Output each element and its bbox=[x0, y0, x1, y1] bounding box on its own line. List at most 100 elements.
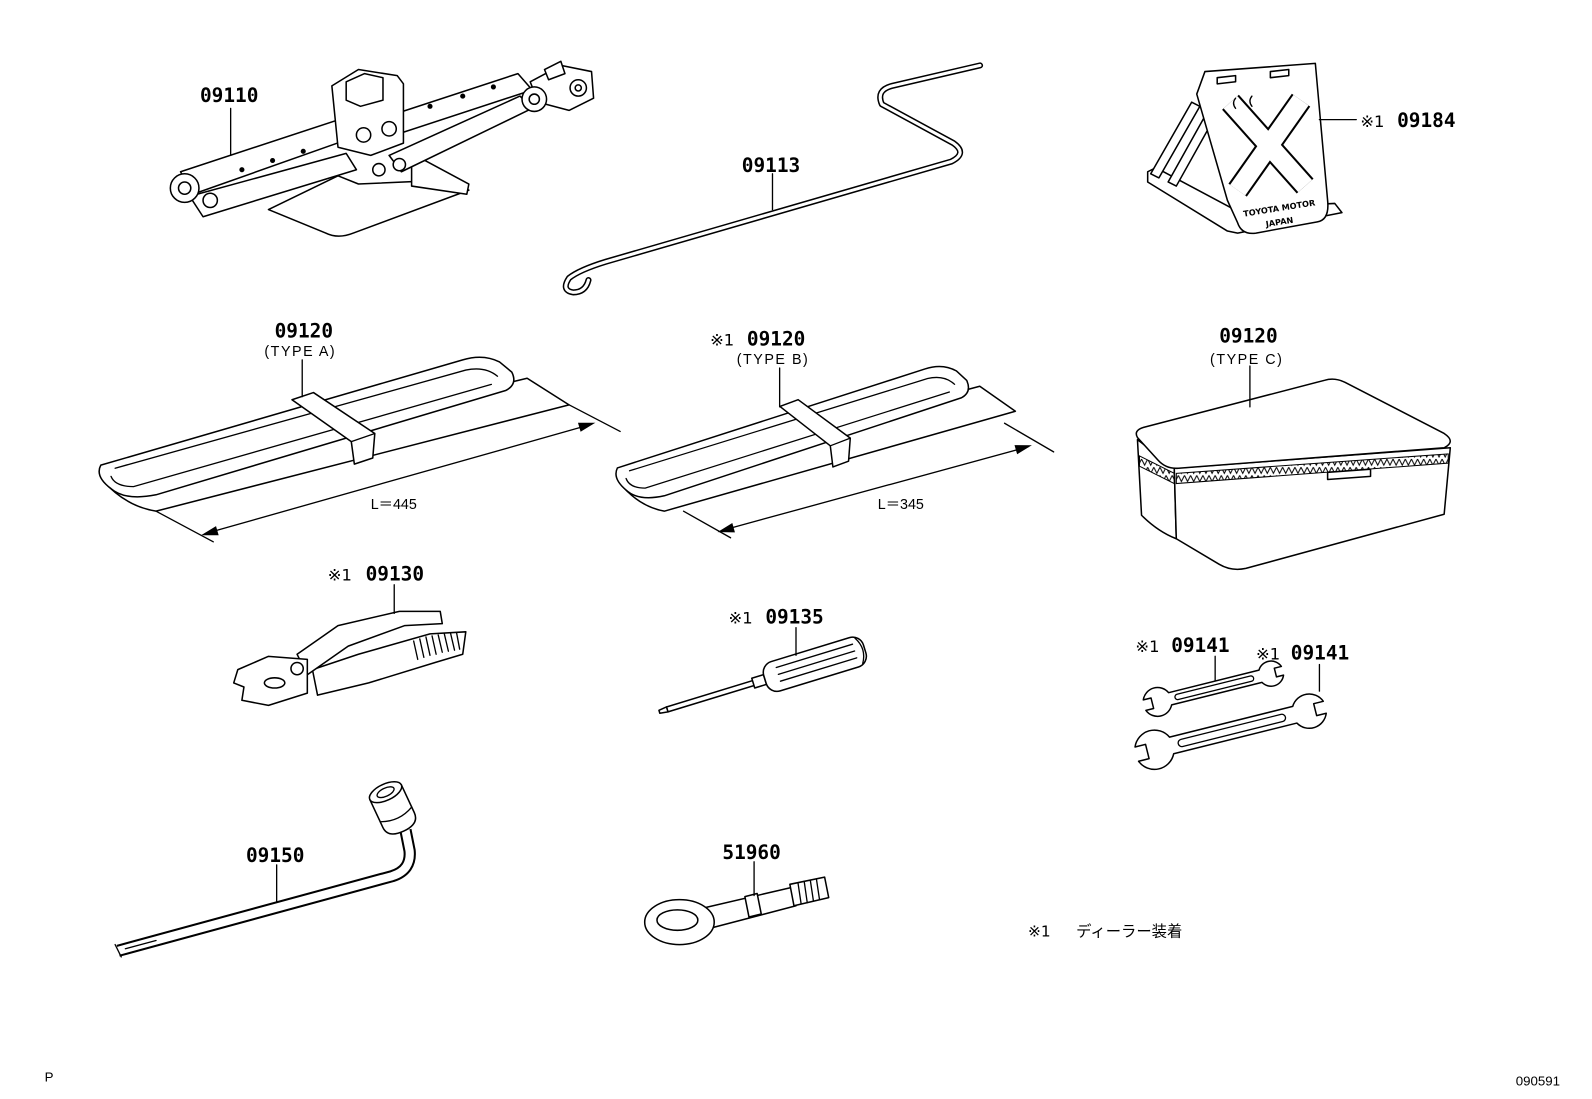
pliers-upper-handle bbox=[296, 610, 444, 676]
towing-eye-thread bbox=[789, 876, 830, 907]
footnote-text: ディーラー装着 bbox=[1076, 922, 1182, 940]
dimension-line-type-b bbox=[720, 446, 1029, 532]
triangle-plate-country-text: JAPAN bbox=[1264, 215, 1294, 229]
towing-eye bbox=[643, 876, 830, 946]
thread-line bbox=[797, 882, 802, 905]
jack-left-lower-pivot bbox=[202, 192, 219, 209]
jack-base-fin bbox=[410, 152, 470, 196]
pliers-pivot-bolt bbox=[290, 661, 305, 676]
jack-saddle-slot bbox=[345, 72, 384, 108]
bag-roll-edge bbox=[114, 368, 499, 469]
bag-roll-edge bbox=[110, 383, 493, 488]
triangle-plate-mark bbox=[1249, 95, 1253, 107]
jack-clevis-tab bbox=[543, 60, 566, 81]
figure-code: 090591 bbox=[1516, 1074, 1560, 1089]
jack-right-pivot-pin bbox=[528, 93, 541, 106]
scissor-jack bbox=[169, 60, 595, 237]
socket-ring bbox=[379, 806, 413, 823]
handle-end-cap bbox=[854, 637, 865, 665]
tool-bag-type-a-part-number: 09120 bbox=[275, 319, 333, 342]
jack-part-number: 09110 bbox=[200, 84, 258, 107]
jack-arm-hole bbox=[427, 103, 433, 109]
jack-saddle-pivot-left bbox=[355, 127, 372, 143]
dimension-arrowhead bbox=[577, 422, 596, 432]
pliers bbox=[232, 610, 467, 707]
bag-roll-edge bbox=[630, 377, 955, 470]
triangle-x-mark bbox=[1230, 94, 1309, 196]
pliers-part-number: 09130 bbox=[366, 563, 424, 586]
grip-rib bbox=[455, 632, 461, 650]
thread-line bbox=[803, 880, 808, 904]
screwdriver bbox=[658, 636, 868, 715]
thread-line bbox=[809, 879, 815, 902]
tool-bag-type-b-part-number: 09120 bbox=[747, 328, 805, 351]
footnote-marker: ※1 bbox=[1028, 922, 1051, 940]
screwdriver-handle bbox=[762, 636, 868, 693]
jack-arm-hole bbox=[270, 157, 276, 164]
pliers-marker: ※1 bbox=[328, 566, 352, 585]
dimension-extension-line bbox=[155, 510, 214, 543]
screwdriver-part-number: 09135 bbox=[765, 606, 823, 629]
jack-lower-left-arm bbox=[188, 152, 358, 218]
dimension-extension-line bbox=[682, 510, 732, 539]
bag-rolled-body bbox=[98, 356, 515, 498]
grip-rib bbox=[443, 633, 450, 652]
screwdriver-marker: ※1 bbox=[729, 609, 753, 628]
tool-bag-type-a-length: L＝445 bbox=[371, 497, 417, 513]
wrench-left-marker: ※1 bbox=[1135, 637, 1159, 656]
triangle-plate-slot bbox=[1269, 68, 1290, 79]
jack-arm-hole bbox=[460, 93, 466, 99]
box-zipper-pull bbox=[1326, 468, 1372, 481]
bag-strap-edge bbox=[830, 438, 850, 446]
grip-rib bbox=[431, 635, 437, 655]
jack-left-pivot-pin bbox=[177, 181, 192, 196]
wrench-body bbox=[1141, 657, 1286, 719]
dimension-arrowhead bbox=[717, 523, 735, 533]
wrench-left-part-number: 09141 bbox=[1171, 634, 1229, 657]
dimension-extension-line bbox=[1003, 422, 1055, 453]
jack-arm-hole bbox=[239, 167, 245, 173]
bag-roll-edge bbox=[626, 392, 949, 488]
socket-inner-hex bbox=[376, 786, 395, 799]
lug-wrench bbox=[114, 780, 417, 958]
dimension-line-type-a bbox=[204, 423, 593, 535]
towing-eye-part-number: 51960 bbox=[722, 841, 780, 864]
grip-rib bbox=[437, 634, 443, 653]
screwdriver-shaft bbox=[665, 678, 759, 713]
thread-line bbox=[815, 878, 821, 901]
grip-rib bbox=[419, 638, 425, 659]
tool-bag-type-b-length: L＝345 bbox=[878, 497, 924, 513]
jack-arm-hole bbox=[300, 148, 306, 154]
pliers-lower-handle bbox=[311, 631, 467, 696]
grip-rib bbox=[412, 640, 419, 661]
warning-triangle: TOYOTA MOTOR JAPAN bbox=[1146, 62, 1343, 235]
grip-rib bbox=[425, 636, 431, 656]
box-lid-top bbox=[1135, 378, 1452, 470]
jack-handle-part-number: 09113 bbox=[742, 154, 800, 177]
grip-rib bbox=[449, 632, 456, 651]
towing-eye-ring-hole bbox=[656, 909, 699, 932]
jack-arm-hole bbox=[490, 84, 496, 90]
wrench-groove bbox=[1177, 714, 1286, 748]
jack-handle-rod-body bbox=[564, 63, 982, 294]
triangle-plate-slot bbox=[1216, 74, 1237, 85]
tool-bag-type-a bbox=[98, 356, 570, 512]
bag-rolled-body bbox=[616, 366, 968, 497]
warning-triangle-part-number: 09184 bbox=[1397, 109, 1455, 132]
jack-saddle-pivot-right bbox=[381, 120, 398, 137]
wrench-groove bbox=[1174, 675, 1254, 700]
screwdriver-tip bbox=[658, 706, 669, 715]
dimension-arrowhead bbox=[201, 526, 219, 536]
wrench-right-marker: ※1 bbox=[1256, 644, 1280, 663]
jack-handle bbox=[562, 62, 984, 296]
tool-box-type-c bbox=[1135, 378, 1452, 571]
pliers-jaw-opening bbox=[263, 677, 286, 689]
tool-bag-type-a-variant: (TYPE A) bbox=[264, 344, 336, 360]
triangle-plate-mark bbox=[1232, 97, 1237, 110]
dimension-extension-line bbox=[568, 404, 621, 433]
wrench-body bbox=[1132, 688, 1329, 773]
lug-wrench-bar bbox=[117, 829, 414, 955]
lug-wrench-socket bbox=[368, 780, 417, 835]
handle-flute bbox=[779, 657, 858, 682]
